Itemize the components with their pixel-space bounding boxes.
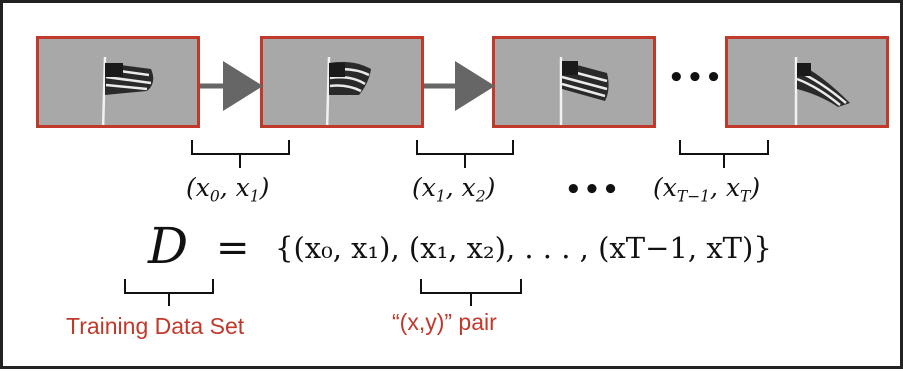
pair-x1-x2: (x1, x2)	[412, 173, 496, 206]
video-frame-2	[492, 36, 656, 128]
flag-icon	[495, 39, 653, 125]
bracket-pair	[420, 279, 522, 306]
training-data-set-label: Training Data Set	[66, 313, 245, 339]
bracket-x0x1	[191, 140, 290, 168]
equation-equals: =	[216, 225, 250, 271]
connectors	[124, 61, 769, 306]
video-frame-1	[260, 36, 424, 128]
video-frame-T	[725, 36, 889, 128]
xy-pair-label: “(x,y)” pair	[392, 309, 497, 335]
equation-rhs: {(x₀, x₁), (x₁, x₂), . . . , (xT−1, xT)}	[275, 231, 772, 265]
video-frame-0	[36, 36, 200, 128]
pair-xT1-xT: (xT−1, xT)	[653, 173, 761, 206]
flag-icon	[263, 39, 421, 125]
flag-icon	[39, 39, 197, 125]
equation-lhs-D: D	[148, 217, 189, 275]
ellipsis-frames: •••	[668, 63, 724, 93]
flag-icon	[728, 39, 886, 125]
pair-x0-x1: (x0, x1)	[186, 173, 270, 206]
bracket-D	[124, 279, 214, 306]
ellipsis-pairs: •••	[565, 175, 621, 205]
bracket-x1x2	[416, 140, 514, 168]
bracket-xT	[679, 140, 769, 168]
